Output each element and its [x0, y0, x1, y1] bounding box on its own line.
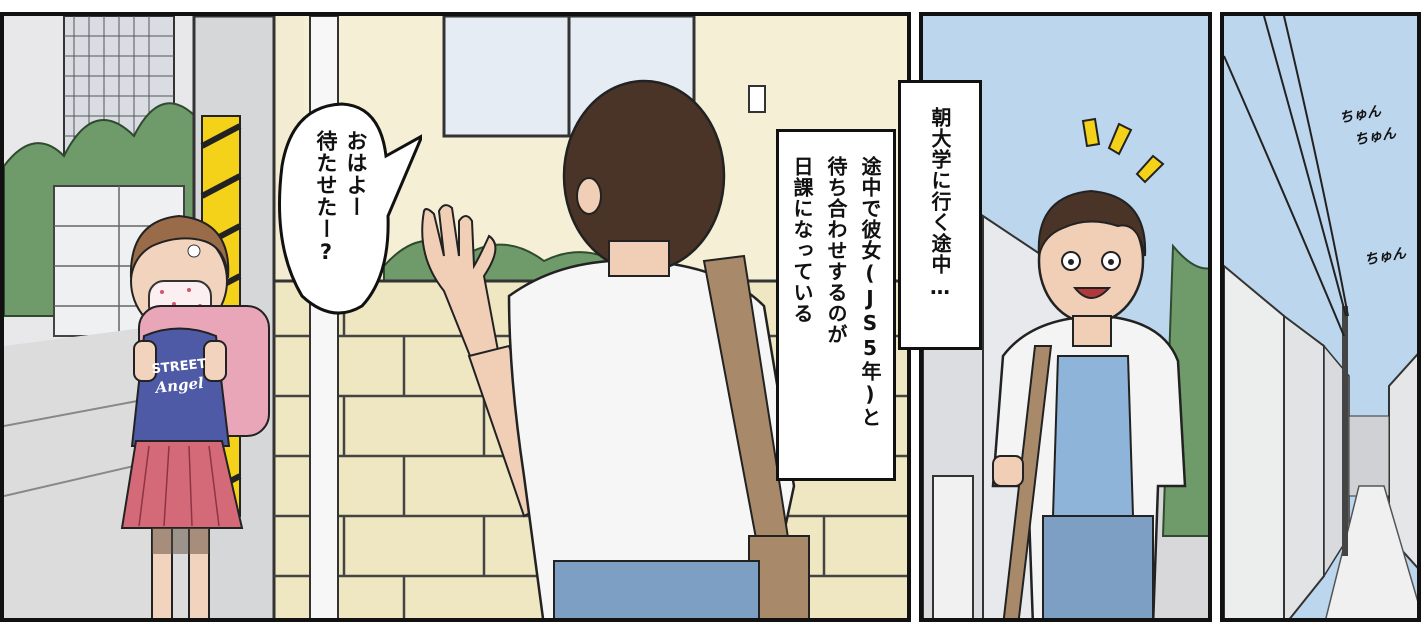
speech-line-1: おはよー [344, 130, 368, 218]
boy-back-figure [421, 79, 810, 618]
speech-bubble: おはよー 待たせたー? [272, 96, 422, 326]
narration-line-2: 待ち合わせするのが [824, 156, 848, 345]
speech-line-2: 待たせたー? [314, 130, 338, 265]
girl-figure [120, 214, 270, 618]
panel-1: STREET Angel [0, 12, 911, 622]
panel-3-art [1224, 16, 1417, 618]
boy-front-figure [991, 189, 1187, 618]
panel-1-art: STREET Angel [4, 16, 907, 618]
panel-3: ちゅん ちゅん ちゅん [1220, 12, 1421, 622]
narration-line-3: 日課になっている [790, 156, 814, 324]
narration-line-1: 途中で彼女(JS5年)と [858, 156, 882, 428]
narration-box1-text: 朝大学に行く途中… [928, 107, 952, 300]
narration-box-2: 途中で彼女(JS5年)と 待ち合わせするのが 日課になっている [776, 129, 896, 481]
narration-box-1: 朝大学に行く途中… [898, 80, 982, 350]
shirt-print-line1: STREET [151, 357, 207, 378]
shirt-print-line2: Angel [153, 374, 205, 397]
